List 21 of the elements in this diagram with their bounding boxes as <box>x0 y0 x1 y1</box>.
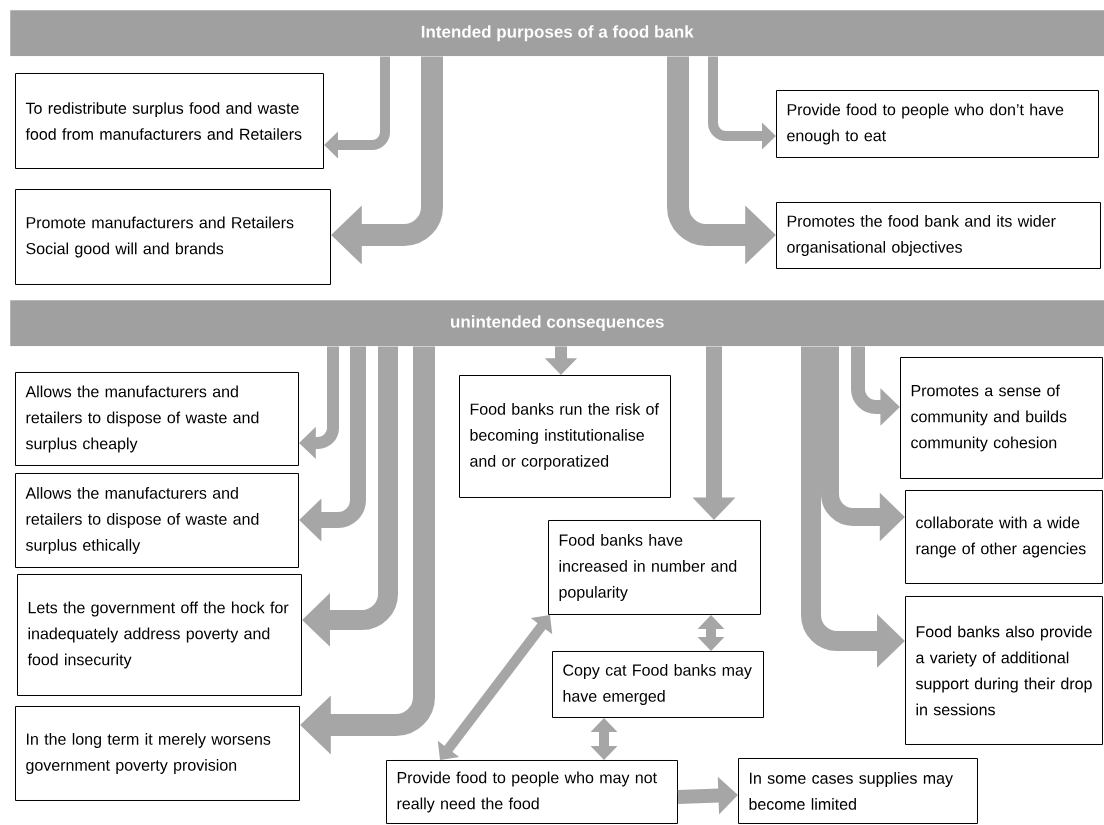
text-box: To redistribute surplus food and waste food from manufacturers and Retailers <box>15 73 324 169</box>
arrow <box>324 56 390 159</box>
text-box: Food banks also provide a variety of additional support during their drop in sessions <box>905 596 1103 745</box>
text-box: collaborate with a wide range of other agencies <box>905 490 1103 584</box>
text-box: Copy cat Food banks may have emerged <box>552 651 764 718</box>
arrow <box>590 718 618 760</box>
header-band: unintended consequences <box>10 300 1104 347</box>
arrow <box>697 615 725 651</box>
text-box: Food banks have increased in number and popularity <box>548 520 761 615</box>
text-box: Food banks run the risk of becoming institutionalise and or corporatized <box>459 375 671 498</box>
text-box: In the long term it merely worsens government poverty provision <box>15 706 300 801</box>
text-box: Allows the manufacturers and retailers to dispose of waste and surplus ethically <box>15 473 299 568</box>
text-box: Allows the manufacturers and retailers to dispose of waste and surplus cheaply <box>15 372 299 466</box>
text-box: Lets the government off the hock for inadequately address poverty and food insecurity <box>17 574 302 696</box>
text-box: Promotes a sense of community and builds community cohesion <box>900 357 1103 479</box>
text-box: Provide food to people who don’t have enough to eat <box>776 90 1099 158</box>
text-box: In some cases supplies may become limited <box>738 758 978 824</box>
text-box: Provide food to people who may not really need the food <box>386 760 678 824</box>
header-band: Intended purposes of a food bank <box>10 10 1104 57</box>
text-box: Promote manufacturers and Retailers Social good will and brands <box>15 189 331 285</box>
text-box: Promotes the food bank and its wider organisational objectives <box>776 202 1101 269</box>
